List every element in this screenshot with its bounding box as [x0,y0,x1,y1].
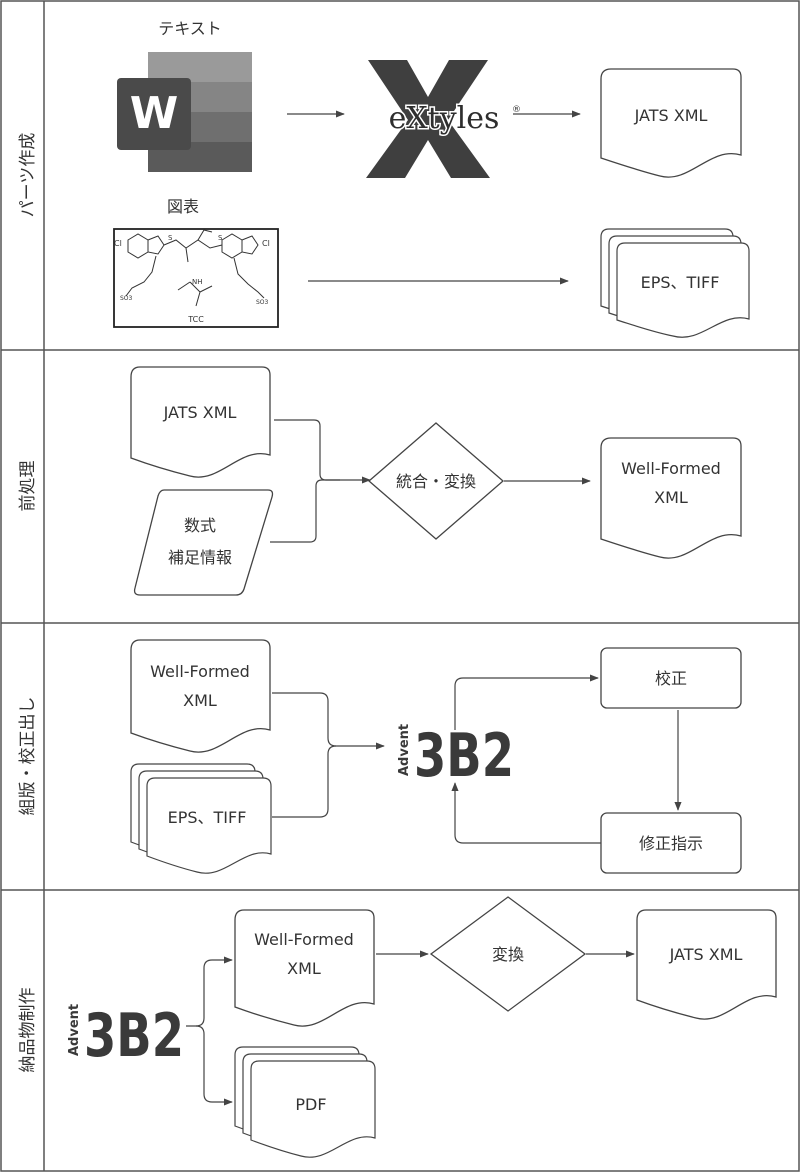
svg-text:S: S [218,234,223,242]
doc-stack-eps-tiff-parts-label: EPS、TIFF [641,273,720,292]
arrow-correction-to-3b2 [451,782,601,844]
process-convert-label: 変換 [492,945,524,964]
doc-stack-eps-tiff-typeset [130,763,272,874]
arrow-eps-to-3b2 [272,745,337,818]
doc-jats-xml-parts [600,68,742,178]
process-merge-convert-label: 統合・変換 [396,472,476,491]
doc-wellformed-pre-label-1: Well-Formed [621,459,721,478]
logo-advent-typeset: Advent [397,724,412,776]
section-label-deliverables: 納品物制作 [18,988,38,1073]
svg-text:S: S [168,234,173,242]
section-label-typesetting: 組版・校正出し [18,697,38,816]
word-icon: W [117,52,252,172]
molecule-figure: Cl Cl S S NH SO3 SO3 [113,228,279,328]
doc-wellformed-typeset-label-2: XML [183,691,217,710]
doc-stack-eps-tiff-typeset-label: EPS、TIFF [168,808,247,827]
doc-wellformed-typeset [130,639,271,753]
advent-3b2-logo-deliver: 3B2 Advent [67,1001,184,1071]
doc-jats-xml-parts-label: JATS XML [634,106,708,125]
doc-jats-xml-pre [130,366,271,478]
doc-wellformed-deliver-label-1: Well-Formed [254,930,354,949]
advent-3b2-logo-typeset: 3B2 Advent [397,721,514,791]
doc-stack-eps-tiff-parts [600,228,750,338]
process-proof-label: 校正 [655,669,687,688]
doc-wellformed-pre [600,437,742,559]
doc-wellformed-deliver-label-2: XML [287,959,321,978]
svg-text:Cl: Cl [262,239,270,248]
input-math-supplement [133,489,274,596]
word-letter: W [130,88,179,139]
doc-jats-xml-deliver [636,909,777,1020]
logo-3b2-main-typeset: 3B2 [414,721,514,791]
process-merge-convert [368,422,504,540]
arrow-3b2-to-wellformed [186,956,233,1027]
process-convert [429,896,587,1012]
doc-jats-xml-deliver-label: JATS XML [669,945,743,964]
process-correction-label: 修正指示 [639,834,703,853]
extyles-logo: eXtyles ® [366,60,521,178]
doc-jats-xml-pre-label: JATS XML [163,403,237,422]
extyles-registered-mark: ® [512,105,521,115]
doc-wellformed-deliver [234,909,375,1027]
doc-stack-pdf-label: PDF [295,1095,326,1114]
text-label: テキスト [158,19,222,38]
math-label: 数式 [184,516,216,535]
logo-advent-deliver: Advent [67,1004,82,1056]
supplement-label: 補足情報 [168,548,232,567]
section-label-parts: パーツ作成 [18,133,38,218]
svg-text:SO3: SO3 [256,299,269,306]
doc-wellformed-typeset-label-1: Well-Formed [150,662,250,681]
extyles-logo-text: eXtyles [389,101,500,136]
figure-label: 図表 [167,197,199,216]
svg-text:SO3: SO3 [120,295,133,302]
arrow-3b2-to-proof [454,674,599,730]
arrow-wellformed-to-3b2 [272,692,385,750]
section-label-preprocess: 前処理 [18,461,38,512]
doc-stack-pdf [234,1046,376,1158]
arrow-math-to-merge [270,479,340,543]
svg-text:Cl: Cl [114,239,122,248]
doc-wellformed-pre-label-2: XML [654,488,688,507]
svg-text:NH: NH [192,278,203,286]
process-proof [600,647,742,709]
arrow-3b2-to-pdf [195,1025,233,1106]
molecule-caption: TCC [187,315,204,324]
logo-3b2-main-deliver: 3B2 [84,1001,184,1071]
arrow-jats-to-merge [274,419,371,484]
